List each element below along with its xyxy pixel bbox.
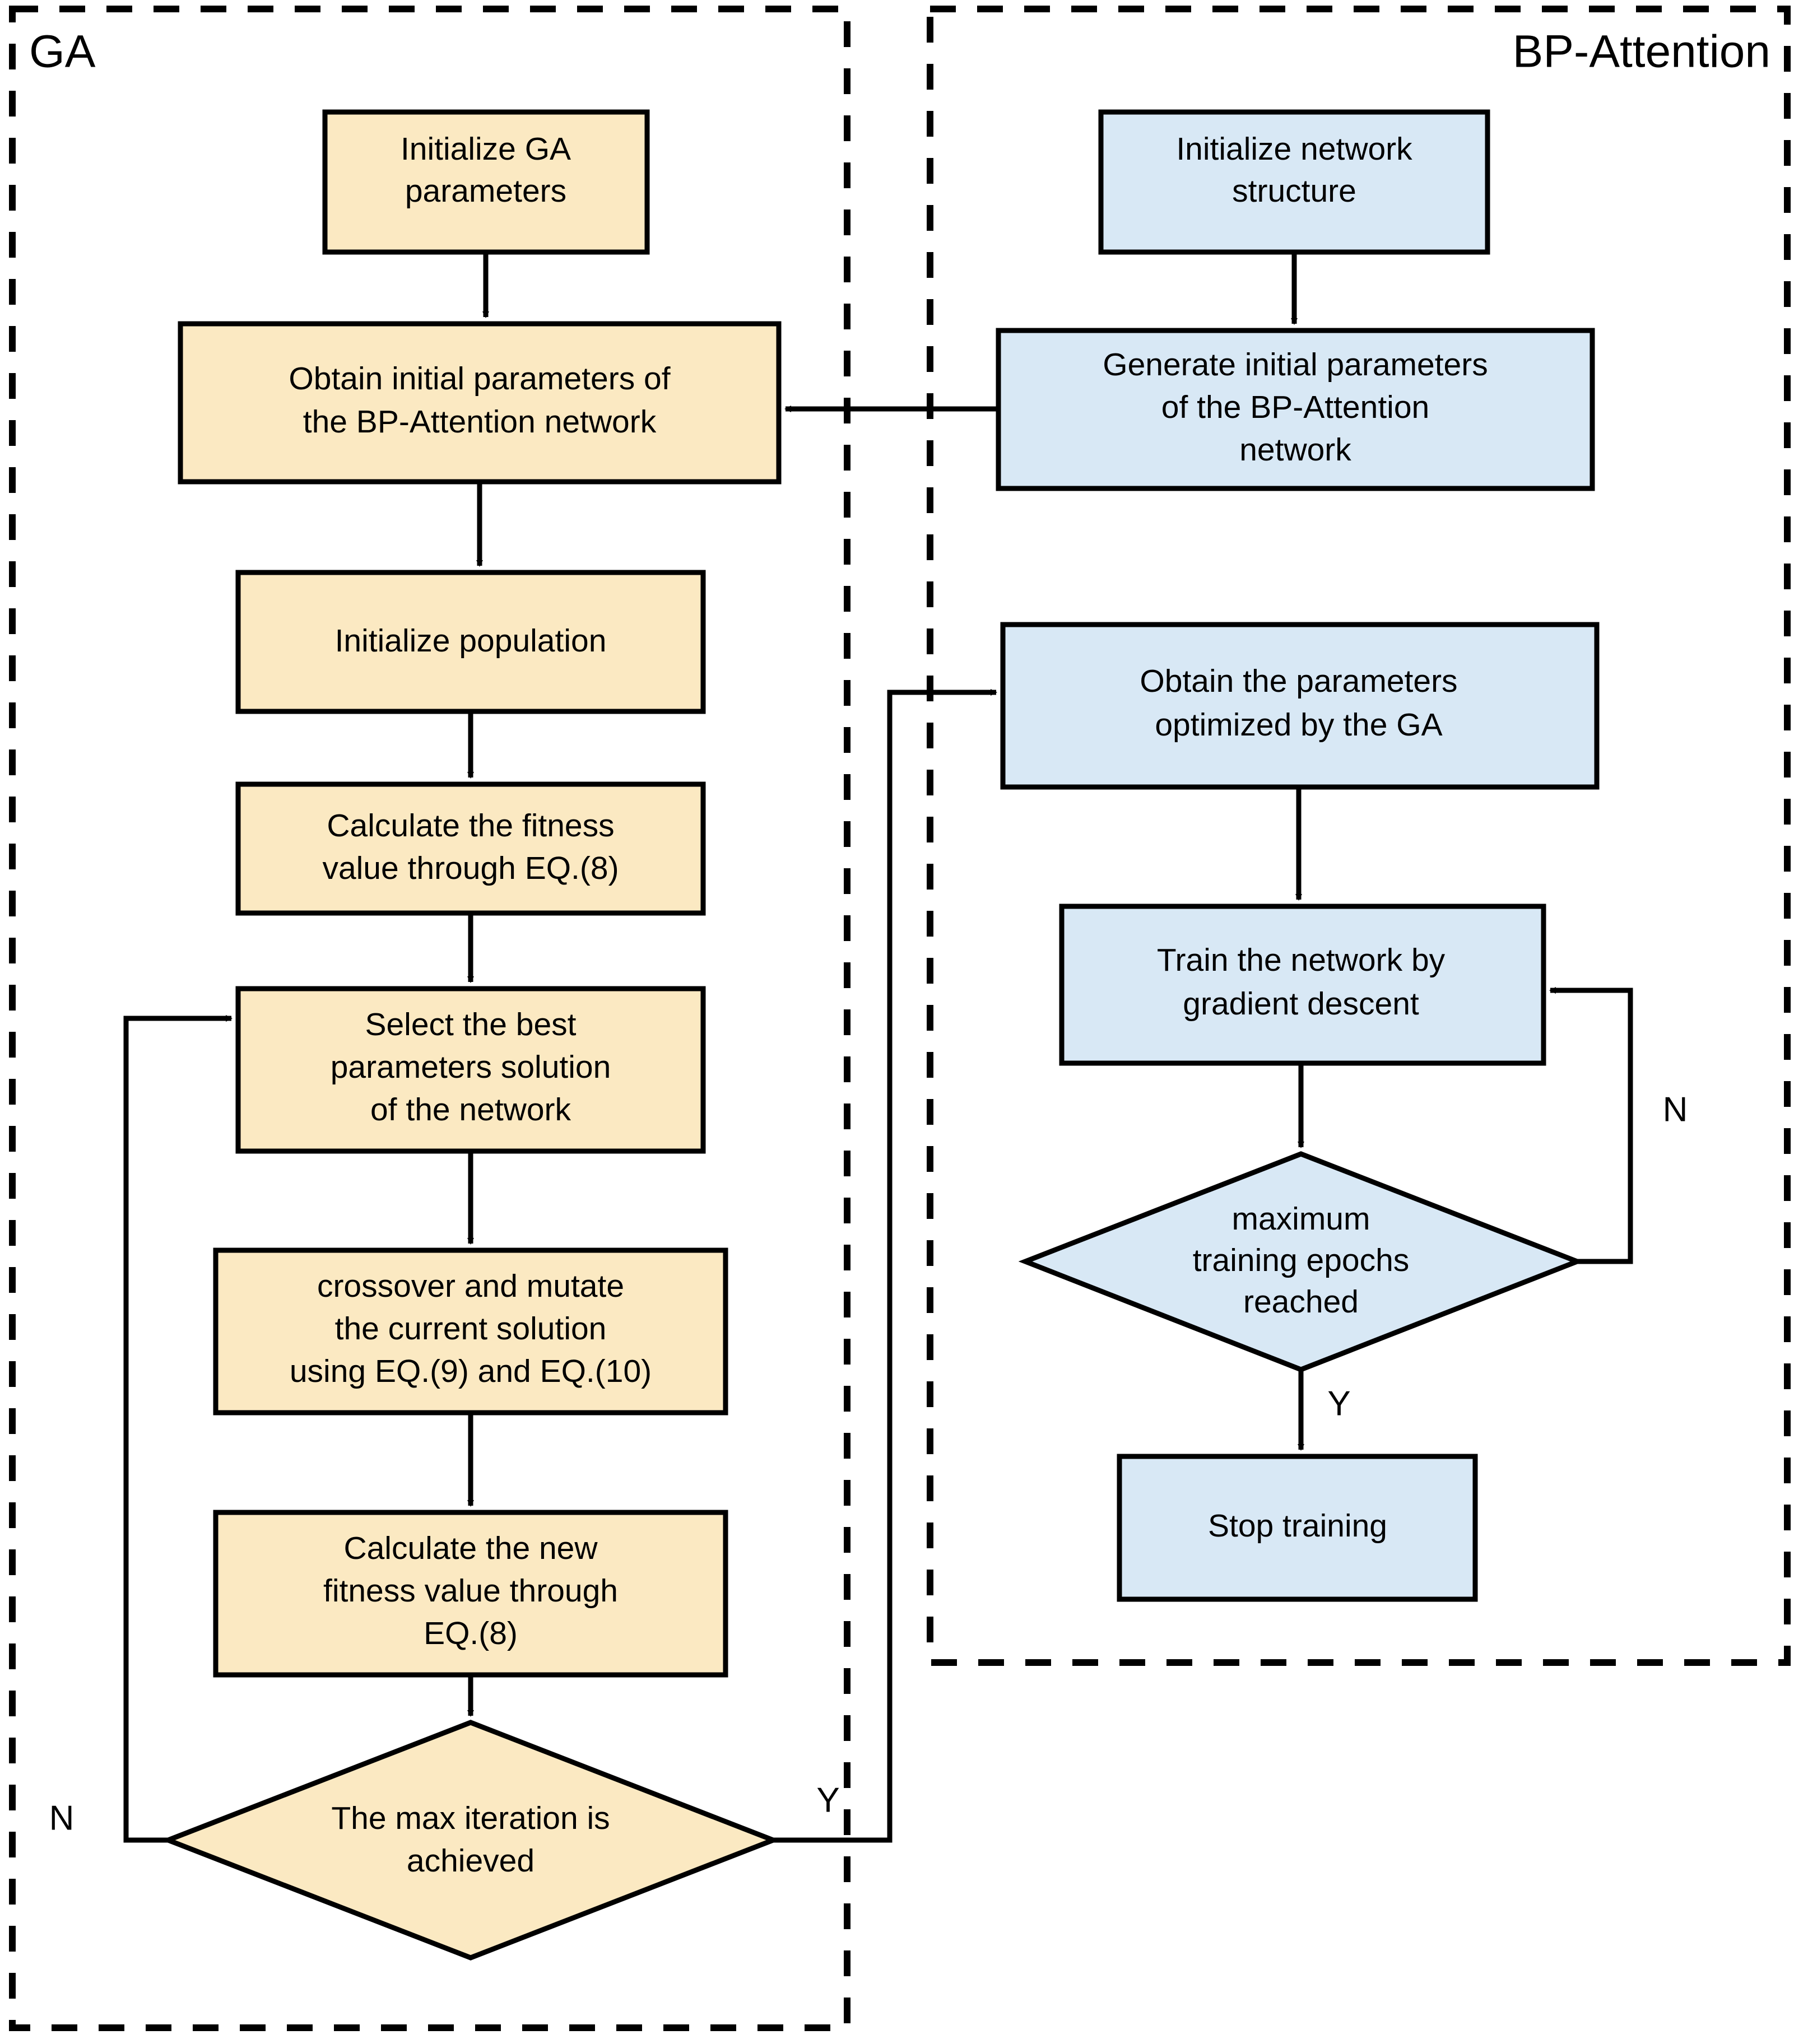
node-calc-new-fitness[interactable]: Calculate the new fitness value through … [213, 1510, 728, 1678]
node-select-best-line-0: Select the best [365, 1007, 576, 1042]
edge-epochs-no-loop [1549, 987, 1633, 1264]
node-calc-new-fitness-line-1: fitness value through [323, 1573, 618, 1609]
node-train-network-line-0: Train the network by [1157, 942, 1446, 978]
node-max-iteration-line-1: achieved [407, 1843, 535, 1879]
node-init-network-structure-shape[interactable] [1098, 109, 1490, 255]
node-max-iteration-line-0: The max iteration is [331, 1800, 610, 1836]
edge-label-ga-loop-no: N [49, 1799, 75, 1837]
node-init-population-line-0: Initialize population [335, 623, 607, 659]
node-init-network-structure-line-0: Initialize network [1176, 131, 1412, 167]
node-init-population[interactable]: Initialize population [235, 570, 706, 714]
node-obtain-ga-params-line-0: Obtain the parameters [1140, 663, 1457, 699]
node-crossover-mutate-line-2: using EQ.(9) and EQ.(10) [290, 1353, 652, 1389]
node-init-ga-params[interactable]: Initialize GA parameters [322, 109, 650, 255]
node-select-best[interactable]: Select the best parameters solution of t… [235, 986, 706, 1154]
node-generate-initial-params[interactable]: Generate initial parameters of the BP-At… [996, 328, 1595, 491]
node-obtain-ga-params-line-1: optimized by the GA [1155, 707, 1442, 743]
node-calc-new-fitness-shape[interactable] [213, 1510, 728, 1678]
edge-label-bp-epochs-yes: Y [1327, 1384, 1350, 1423]
node-obtain-ga-params[interactable]: Obtain the parameters optimized by the G… [1000, 622, 1600, 790]
edges [123, 252, 1633, 1843]
node-select-best-line-2: of the network [370, 1092, 571, 1128]
edge-decision-no-loop [123, 1015, 233, 1843]
node-generate-initial-params-line-2: network [1239, 432, 1351, 468]
node-crossover-mutate-shape[interactable] [213, 1247, 728, 1416]
panel-ga: GA [9, 6, 850, 2031]
node-init-ga-params-line-0: Initialize GA [401, 131, 571, 167]
node-max-epochs-shape[interactable] [1018, 1151, 1584, 1372]
node-calc-fitness-line-1: value through EQ.(8) [322, 850, 619, 886]
node-obtain-initial-params[interactable]: Obtain initial parameters of the BP-Atte… [178, 321, 782, 485]
node-obtain-initial-params-shape[interactable] [178, 321, 782, 485]
node-obtain-initial-params-line-0: Obtain initial parameters of [289, 361, 670, 397]
node-calc-new-fitness-line-2: EQ.(8) [424, 1615, 518, 1651]
node-train-network-line-1: gradient descent [1183, 986, 1419, 1022]
node-stop-training[interactable]: Stop training [1117, 1454, 1478, 1602]
node-train-network[interactable]: Train the network by gradient descent [1059, 904, 1546, 1066]
node-max-epochs-line-0: maximum [1231, 1201, 1370, 1237]
node-train-network-shape[interactable] [1059, 904, 1546, 1066]
node-crossover-mutate-line-0: crossover and mutate [317, 1268, 624, 1304]
node-init-ga-params-line-1: parameters [405, 173, 566, 209]
panel-bp-border [927, 6, 1791, 1666]
node-calc-fitness-line-0: Calculate the fitness [327, 808, 614, 844]
node-calc-fitness[interactable]: Calculate the fitness value through EQ.(… [235, 781, 706, 916]
node-obtain-initial-params-line-1: the BP-Attention network [303, 404, 657, 440]
node-stop-training-line-0: Stop training [1208, 1508, 1387, 1544]
edge-label-bp-loop-no: N [1663, 1090, 1688, 1129]
node-stop-training-shape[interactable] [1117, 1454, 1478, 1602]
panel-bp-attention: BP-Attention [927, 6, 1791, 1666]
node-max-epochs-line-1: training epochs [1193, 1242, 1410, 1278]
panel-ga-border [9, 6, 850, 2031]
node-max-iteration[interactable]: The max iteration is achieved [161, 1720, 780, 1961]
node-calc-new-fitness-line-0: Calculate the new [343, 1530, 598, 1566]
node-generate-initial-params-shape[interactable] [996, 328, 1595, 491]
node-generate-initial-params-line-1: of the BP-Attention [1161, 389, 1429, 425]
node-max-epochs[interactable]: maximum training epochs reached [1018, 1151, 1584, 1372]
node-init-network-structure[interactable]: Initialize network structure [1098, 109, 1490, 255]
node-select-best-line-1: parameters solution [331, 1049, 611, 1085]
edge-decision-yes-to-bp [773, 689, 997, 1843]
node-init-population-shape[interactable] [235, 570, 706, 714]
panel-ga-title: GA [29, 26, 96, 77]
node-generate-initial-params-line-0: Generate initial parameters [1103, 347, 1488, 383]
edge-label-ga-loop-yes: Y [816, 1781, 839, 1819]
node-max-iteration-shape[interactable] [161, 1720, 780, 1961]
node-init-ga-params-shape[interactable] [322, 109, 650, 255]
node-select-best-shape[interactable] [235, 986, 706, 1154]
node-crossover-mutate[interactable]: crossover and mutate the current solutio… [213, 1247, 728, 1416]
node-calc-fitness-shape[interactable] [235, 781, 706, 916]
node-obtain-ga-params-shape[interactable] [1000, 622, 1600, 790]
node-crossover-mutate-line-1: the current solution [335, 1311, 607, 1347]
node-init-network-structure-line-1: structure [1232, 173, 1356, 209]
node-max-epochs-line-2: reached [1243, 1284, 1359, 1320]
panel-bp-title: BP-Attention [1513, 26, 1770, 77]
